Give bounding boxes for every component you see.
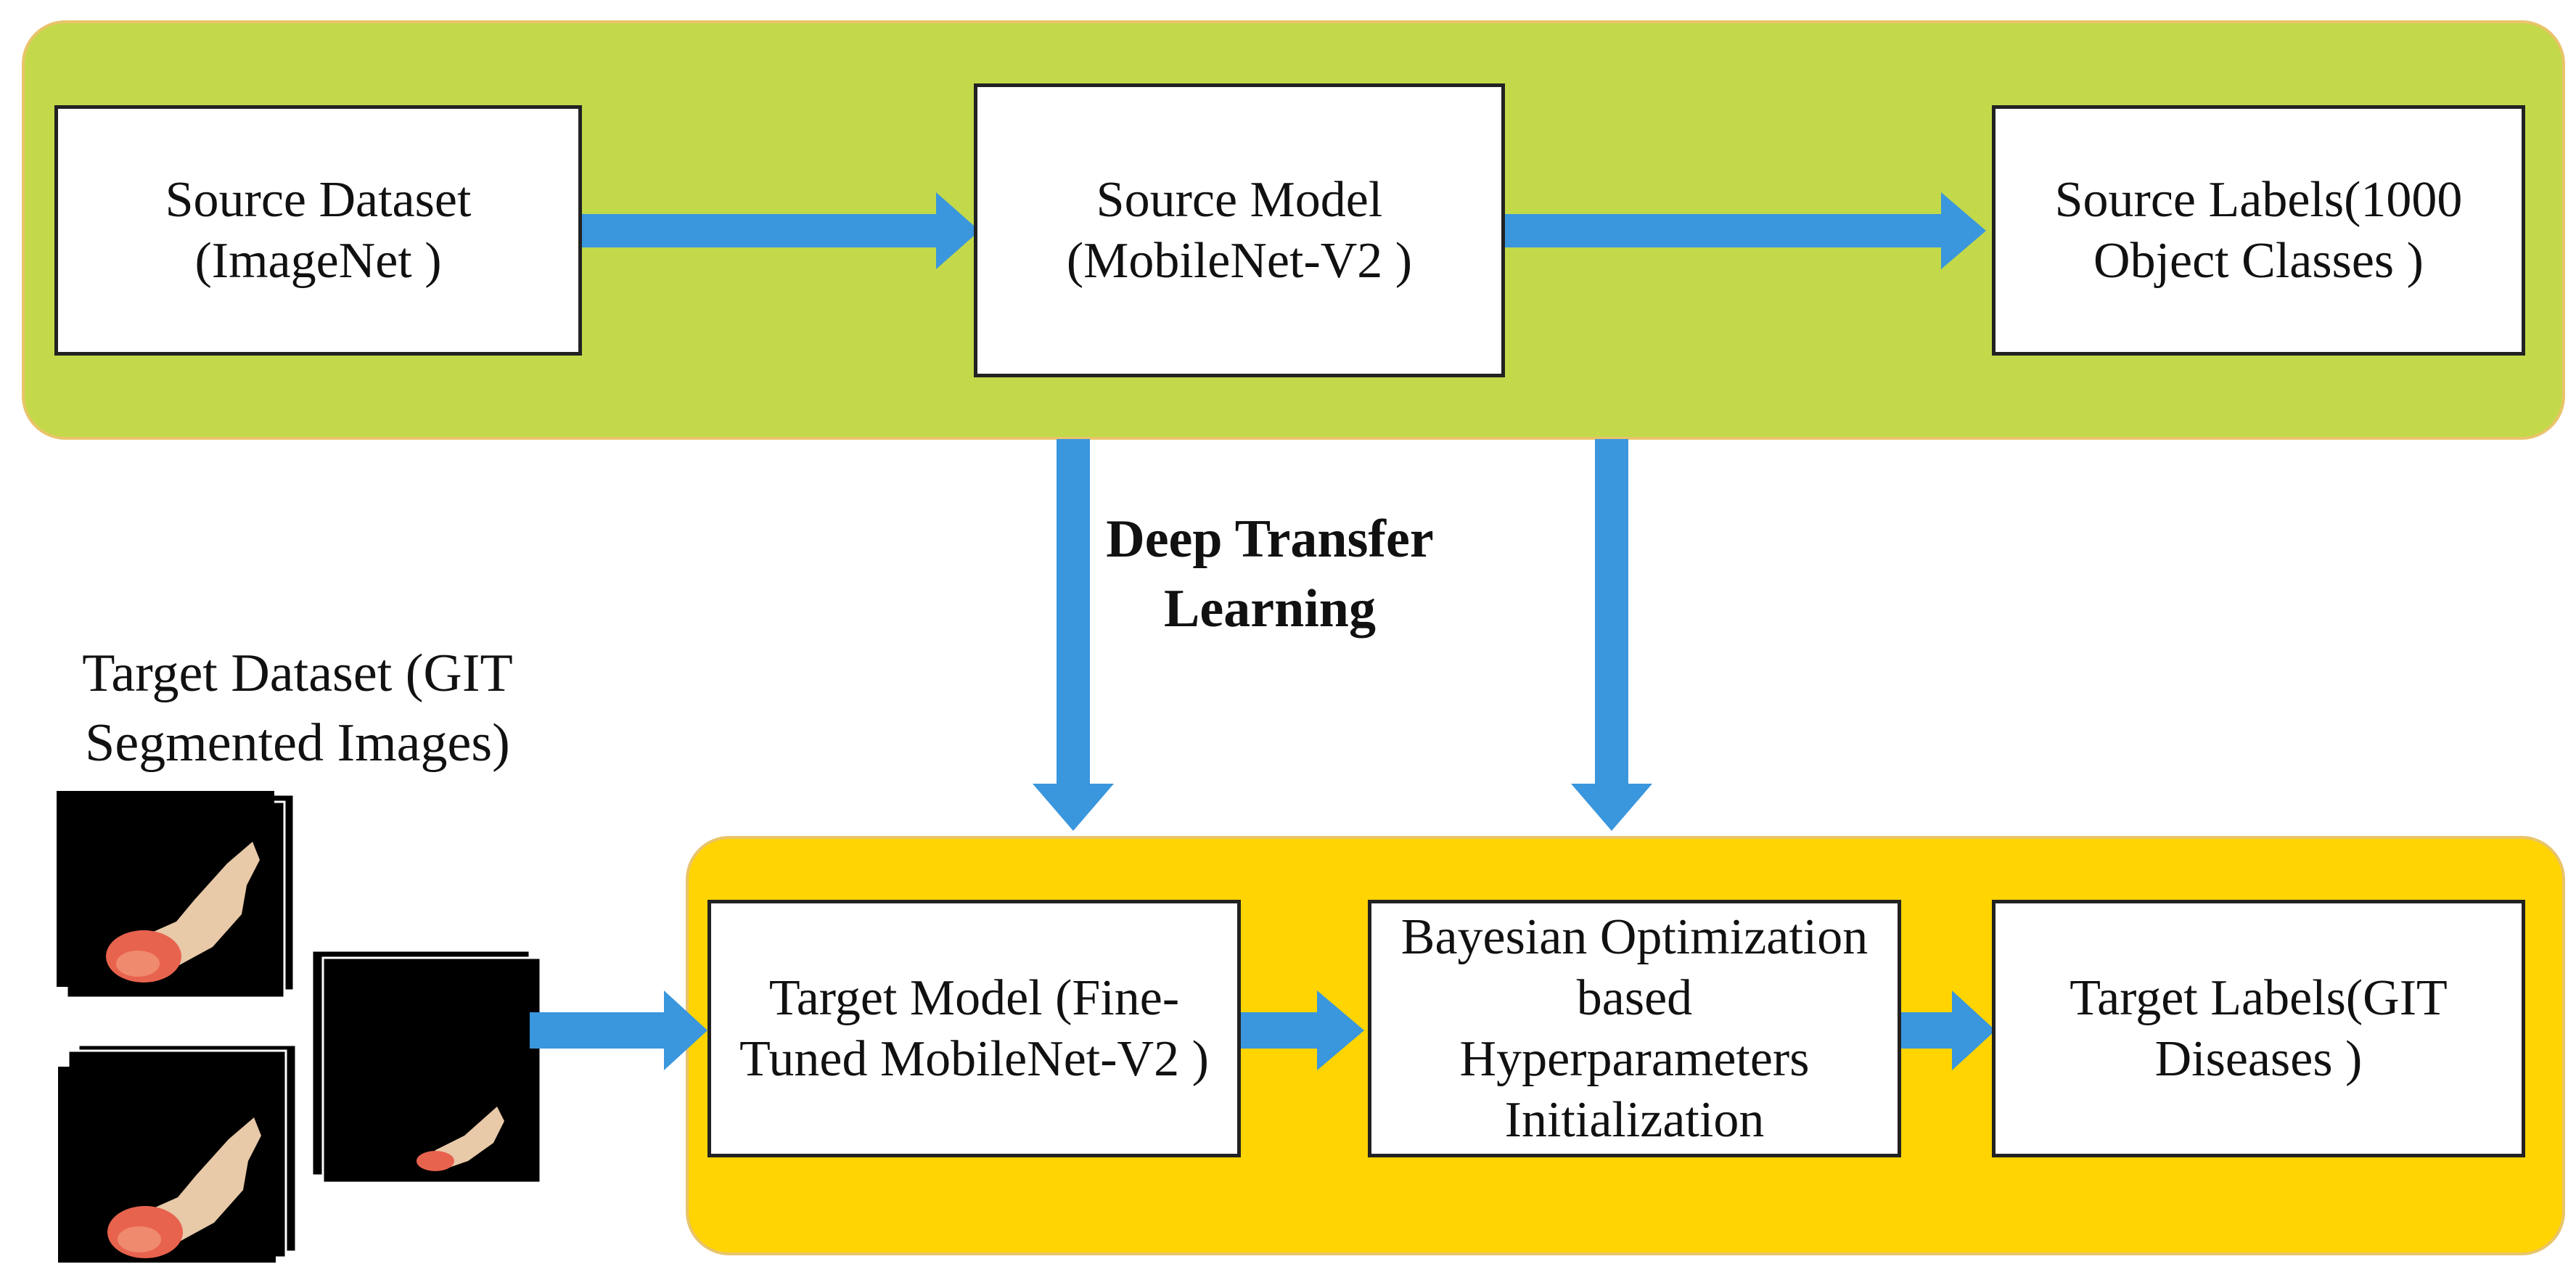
arrow-optimization-to-labels [1899, 990, 1995, 1070]
transfer-line2: Learning [1164, 579, 1376, 639]
arrow-transfer-model [1033, 439, 1114, 831]
sample-image-stack-right [311, 949, 542, 1184]
arrow-dataset-to-model [581, 192, 980, 269]
target-dataset-line2: Segmented Images) [85, 713, 510, 774]
source-labels-line1: Source Labels(1000 [2054, 171, 2463, 228]
transfer-line1: Deep Transfer [1106, 509, 1434, 569]
target-dataset-label: Target Dataset (GIT Segmented Images) [36, 639, 559, 778]
arrow-target-dataset-to-model [530, 990, 707, 1070]
target-labels-box: Target Labels(GIT Diseases ) [1992, 900, 2525, 1157]
optimization-line1: Bayesian Optimization [1400, 908, 1869, 965]
arrow-model-to-labels [1504, 192, 1986, 269]
source-dataset-line2: (ImageNet ) [194, 232, 442, 289]
bayesian-optimization-box: Bayesian Optimization based Hyperparamet… [1368, 900, 1901, 1157]
target-model-box: Target Model (Fine- Tuned MobileNet-V2 ) [707, 900, 1241, 1157]
source-labels-line2: Object Classes ) [2093, 232, 2424, 289]
arrow-transfer-optimization [1571, 439, 1652, 831]
source-model-line2: (MobileNet-V2 ) [1066, 232, 1413, 289]
arrow-model-to-optimization [1239, 990, 1364, 1070]
target-model-line1: Target Model (Fine- [768, 969, 1180, 1026]
source-dataset-box: Source Dataset (ImageNet ) [54, 105, 582, 356]
target-dataset-line1: Target Dataset (GIT [82, 644, 513, 703]
source-model-line1: Source Model [1096, 171, 1383, 228]
deep-transfer-learning-label: Deep Transfer Learning [1052, 504, 1488, 644]
source-model-box: Source Model (MobileNet-V2 ) [974, 83, 1505, 377]
sample-image-stack-top [57, 791, 295, 999]
optimization-line3: Hyperparameters [1459, 1030, 1810, 1087]
sample-image-stack-bottom [58, 1043, 298, 1263]
source-labels-box: Source Labels(1000 Object Classes ) [1992, 105, 2525, 356]
optimization-line2: based [1576, 969, 1693, 1026]
target-labels-line1: Target Labels(GIT [2070, 969, 2448, 1026]
source-dataset-line1: Source Dataset [165, 171, 472, 228]
target-labels-line2: Diseases ) [2154, 1030, 2363, 1087]
target-model-line2: Tuned MobileNet-V2 ) [739, 1030, 1209, 1087]
optimization-line4: Initialization [1504, 1091, 1765, 1148]
